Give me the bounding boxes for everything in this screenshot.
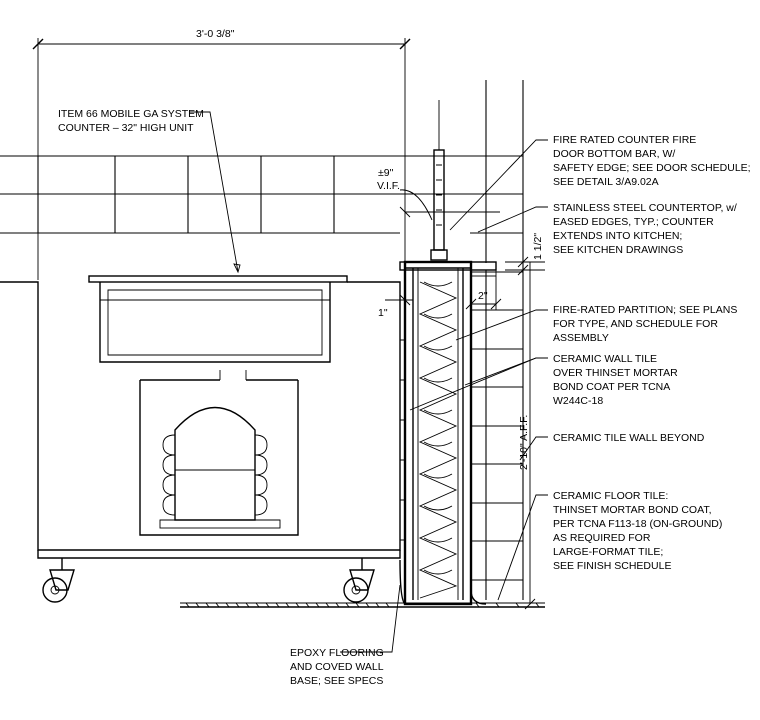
note-fire-door: FIRE RATED COUNTER FIRE DOOR BOTTOM BAR,… (553, 134, 751, 188)
overall-width-dimension: 3'-0 3/8" (32, 28, 411, 280)
note-floor-tile-line3: PER TCNA F113-18 (ON-GROUND) (553, 518, 722, 530)
note-partition-line1: FIRE-RATED PARTITION; SEE PLANS (553, 304, 737, 316)
note-wall-tile-line2: OVER THINSET MORTAR (553, 367, 678, 379)
note-countertop-line3: EXTENDS INTO KITCHEN; (553, 230, 682, 242)
partition-height-label: 2'-10" A.F.F. (518, 415, 530, 470)
offset-2in-label: 2" (478, 290, 488, 302)
offset-1in-label: 1" (378, 307, 388, 319)
vif-bottom-label: V.I.F. (377, 180, 400, 192)
overall-width-label: 3'-0 3/8" (196, 28, 235, 40)
note-item66-line2: COUNTER – 32" HIGH UNIT (58, 122, 194, 134)
note-floor-tile-line5: LARGE-FORMAT TILE; (553, 546, 663, 558)
note-countertop-line4: SEE KITCHEN DRAWINGS (553, 244, 683, 256)
note-countertop: STAINLESS STEEL COUNTERTOP, w/ EASED EDG… (553, 202, 737, 256)
note-tile-beyond: CERAMIC TILE WALL BEYOND (553, 432, 705, 444)
note-epoxy: EPOXY FLOORING AND COVED WALL BASE; SEE … (290, 647, 384, 687)
note-fire-door-line2: DOOR BOTTOM BAR, W/ (553, 148, 675, 160)
mobile-counter-unit (0, 275, 401, 559)
offset-1in-dimension: 1" (378, 294, 413, 319)
note-partition: FIRE-RATED PARTITION; SEE PLANS FOR TYPE… (553, 304, 737, 344)
note-wall-tile-line4: W244C-18 (553, 395, 603, 407)
note-epoxy-line2: AND COVED WALL (290, 661, 384, 673)
note-fire-door-line3: SAFETY EDGE; SEE DOOR SCHEDULE; (553, 162, 751, 174)
note-fire-door-line1: FIRE RATED COUNTER FIRE (553, 134, 696, 146)
note-item66: ITEM 66 MOBILE GA SYSTEM COUNTER – 32" H… (58, 108, 204, 134)
fire-rated-partition (399, 260, 497, 606)
leader-lines (190, 111, 548, 653)
note-floor-tile-line1: CERAMIC FLOOR TILE: (553, 490, 668, 502)
note-tile-beyond-line1: CERAMIC TILE WALL BEYOND (553, 432, 705, 444)
vif-dimension: ±9" V.I.F. (377, 167, 500, 221)
vif-top-label: ±9" (378, 167, 394, 179)
note-partition-line3: ASSEMBLY (553, 332, 609, 344)
caster-left (42, 558, 75, 603)
note-wall-tile-line1: CERAMIC WALL TILE (553, 353, 657, 365)
note-countertop-line2: EASED EDGES, TYP.; COUNTER (553, 216, 714, 228)
note-partition-line2: FOR TYPE, AND SCHEDULE FOR (553, 318, 718, 330)
note-fire-door-line4: SEE DETAIL 3/A9.02A (553, 176, 659, 188)
countertop-thickness-label: 1 1/2" (532, 233, 544, 260)
note-item66-line1: ITEM 66 MOBILE GA SYSTEM (58, 108, 204, 120)
floor-line (180, 602, 545, 608)
note-wall-tile-line3: BOND COAT PER TCNA (553, 381, 670, 393)
note-floor-tile: CERAMIC FLOOR TILE: THINSET MORTAR BOND … (553, 490, 722, 572)
note-floor-tile-line6: SEE FINISH SCHEDULE (553, 560, 671, 572)
partition-height-dimension: 2'-10" A.F.F. (518, 262, 536, 610)
tile-wall-beyond (0, 80, 524, 600)
note-epoxy-line3: BASE; SEE SPECS (290, 675, 383, 687)
note-wall-tile: CERAMIC WALL TILE OVER THINSET MORTAR BO… (553, 353, 678, 407)
note-epoxy-line1: EPOXY FLOORING (290, 647, 384, 659)
note-floor-tile-line4: AS REQUIRED FOR (553, 532, 651, 544)
note-floor-tile-line2: THINSET MORTAR BOND COAT, (553, 504, 711, 516)
offset-2in-dimension: 2" (465, 276, 502, 310)
fire-door-bottom-bar (430, 100, 448, 261)
countertop-thickness-dimension: 1 1/2" (505, 233, 545, 276)
note-countertop-line1: STAINLESS STEEL COUNTERTOP, w/ (553, 202, 737, 214)
caster-right (343, 558, 375, 603)
